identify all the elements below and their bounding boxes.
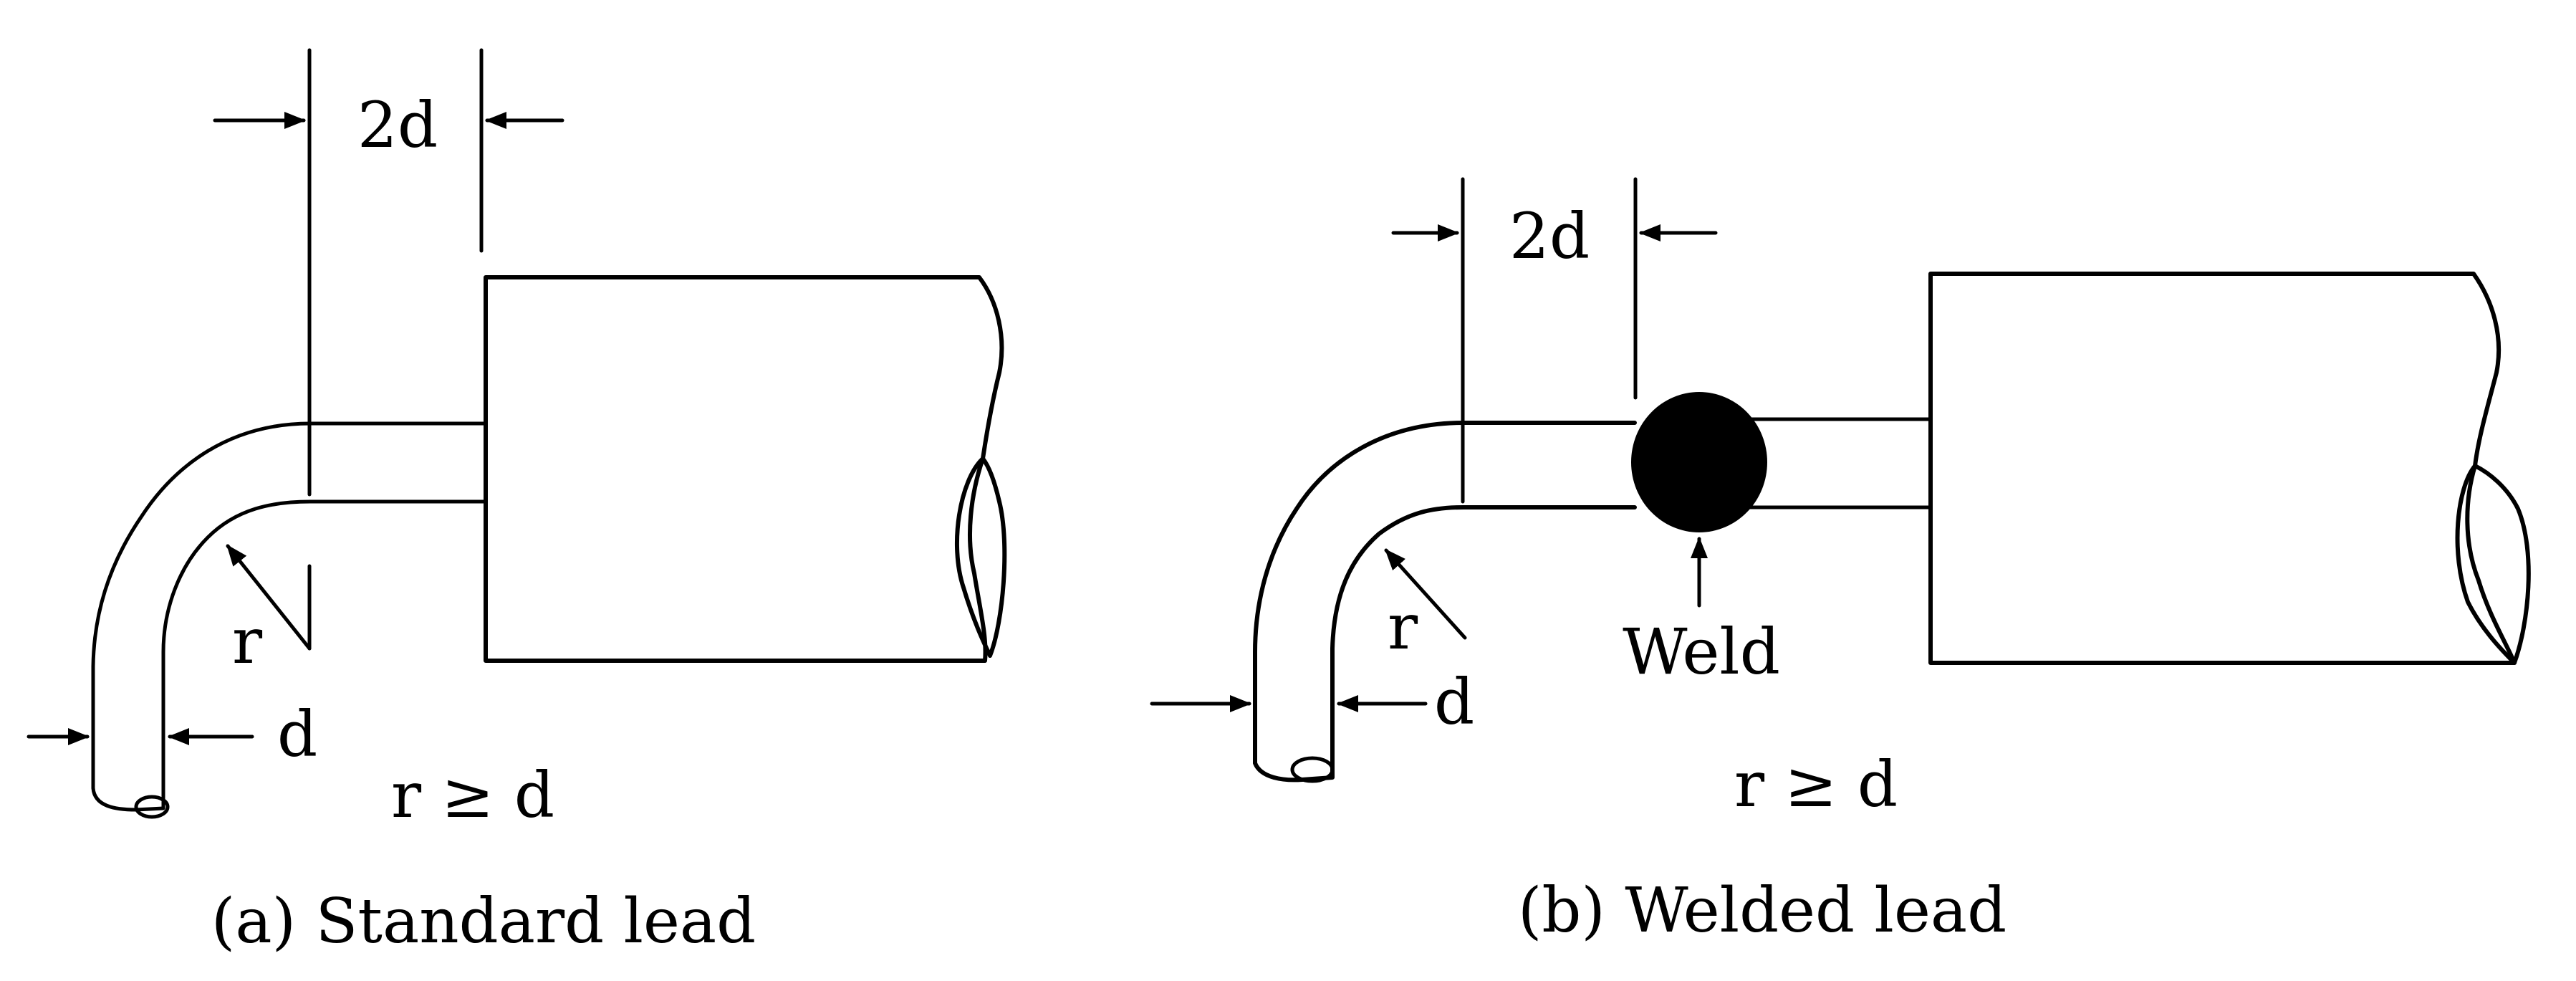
radius-arrow-b: [1384, 548, 1467, 640]
figure-a-standard-lead: 2d r d r ≥ d (a) Standard lead: [27, 48, 1007, 957]
dim-2d-label-a: 2d: [357, 88, 438, 162]
lead-wire-b: [1253, 421, 1637, 783]
caption-a: (a) Standard lead: [211, 886, 756, 957]
caption-b: (b) Welded lead: [1518, 875, 2007, 947]
lead-wire-a: [91, 421, 488, 812]
figure-b-welded-lead: 2d r Weld d r ≥ d (b) Welded lead: [1150, 177, 2531, 947]
diam-label-a: d: [277, 697, 317, 771]
condition-label-b: r ≥ d: [1734, 747, 1898, 821]
component-body-b: [1928, 272, 2517, 665]
component-body-a: [484, 275, 1004, 663]
weld-label: Weld: [1623, 615, 1780, 689]
break-loop-a: [955, 456, 1007, 658]
lead-end-a: [134, 795, 170, 819]
lead-end-b: [1290, 756, 1335, 783]
condition-label-a: r ≥ d: [391, 758, 554, 832]
diam-label-b: d: [1434, 665, 1474, 739]
break-loop-b: [2455, 464, 2531, 665]
radius-label-b: r: [1388, 590, 1418, 664]
radius-arrow-a: [226, 544, 312, 651]
weld-blob: [1631, 392, 1767, 532]
dim-2d-label-b: 2d: [1509, 199, 1590, 273]
radius-label-a: r: [232, 604, 263, 678]
